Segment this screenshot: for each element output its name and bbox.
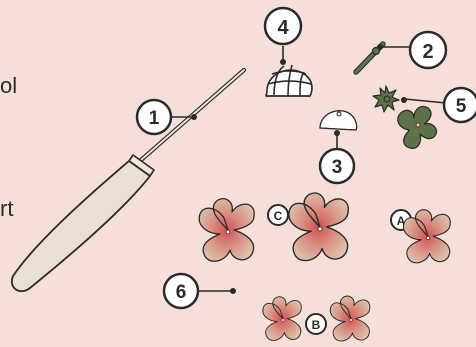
- pink-flower-icon: [404, 210, 451, 263]
- callout-2: 2: [410, 32, 446, 68]
- callout-6: 6: [164, 274, 198, 308]
- pink-flower-icon: [199, 199, 254, 261]
- svg-text:C: C: [274, 209, 283, 223]
- svg-text:1: 1: [149, 108, 160, 129]
- svg-text:4: 4: [277, 17, 289, 39]
- green-star-flower-icon: [373, 86, 399, 112]
- svg-text:3: 3: [332, 157, 343, 178]
- callout-b: B: [306, 314, 326, 334]
- mesh-cage-icon: [266, 65, 312, 96]
- pink-flower-icon: [330, 296, 370, 341]
- pink-flower-icon: [289, 193, 348, 260]
- svg-text:B: B: [312, 318, 321, 332]
- callout-3: 3: [320, 149, 354, 183]
- svg-text:2: 2: [422, 41, 433, 63]
- green-flower-icon: [398, 106, 437, 148]
- callout-c: C: [268, 205, 288, 225]
- dome-cap-icon: [320, 111, 357, 130]
- svg-text:5: 5: [456, 96, 467, 117]
- svg-text:6: 6: [176, 282, 187, 303]
- callout-5: 5: [444, 88, 476, 122]
- callout-1: 1: [137, 100, 171, 134]
- callout-4: 4: [265, 8, 301, 44]
- pink-flower-icon: [263, 297, 301, 341]
